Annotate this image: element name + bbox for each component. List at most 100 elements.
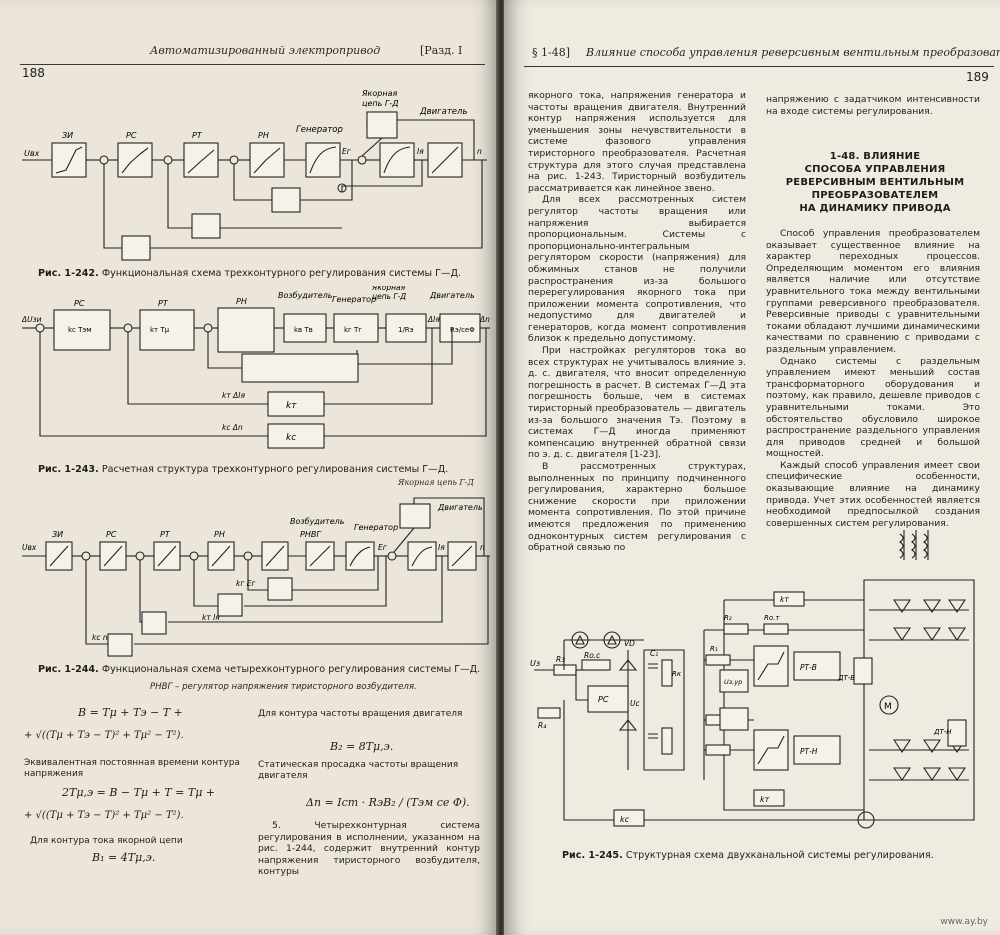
- svg-text:Двигатель: Двигатель: [437, 503, 483, 512]
- fig244-caption-text: Функциональная схема четырехконтурного р…: [101, 664, 481, 675]
- fig242-block-generator: [305, 142, 341, 178]
- eq-b-line1: B = Tμ + Tэ − T +: [78, 706, 183, 719]
- svg-text:kс n: kс n: [92, 633, 108, 642]
- svg-text:Возбудитель: Возбудитель: [278, 291, 333, 300]
- svg-text:ЗИ: ЗИ: [52, 530, 63, 539]
- svg-text:n: n: [480, 543, 485, 552]
- fig242-diagram: [22, 111, 487, 261]
- fig242-block-armature: [379, 142, 415, 178]
- fig243-caption-text: Расчетная структура трехконтурного регул…: [101, 464, 449, 475]
- svg-text:РС: РС: [598, 695, 609, 704]
- fig244-subcaption: РНВГ – регулятор напряжения тиристорного…: [150, 682, 417, 692]
- svg-text:Rк: Rк: [672, 670, 682, 678]
- left-running-head: Автоматизированный электропривод: [150, 44, 381, 57]
- right-page: § 1-48] Влияние способа управления ревер…: [504, 0, 1000, 935]
- svg-text:Генератор: Генератор: [354, 523, 398, 532]
- svg-text:kт Iя: kт Iя: [202, 613, 220, 622]
- text-speed-loop: Для контура частоты вращения двигателя: [258, 709, 463, 719]
- svg-text:kс Tэм: kс Tэм: [68, 326, 92, 334]
- svg-text:kс: kс: [620, 815, 630, 824]
- book-gutter: [496, 0, 506, 935]
- fig242-sum3: [229, 155, 239, 165]
- eq-b1: B₁ = 4Tμ,э.: [92, 851, 156, 864]
- svg-text:Uз,ур: Uз,ур: [724, 678, 742, 686]
- svg-text:C₁: C₁: [650, 649, 658, 658]
- fig242-sum1: [99, 155, 109, 165]
- svg-text:РНВГ: РНВГ: [300, 530, 321, 539]
- text-static-drop: Статическая просадка частоты вращения дв…: [258, 760, 459, 781]
- svg-text:Uз: Uз: [530, 659, 540, 668]
- right-text-column-left: якорного тока, напряжения генератора и ч…: [528, 90, 746, 554]
- fig245-circuit: M kт: [534, 530, 975, 829]
- svg-text:Δn: Δn: [479, 315, 490, 324]
- text-equivalent-time: Эквивалентная постоянная времени контура…: [24, 758, 240, 779]
- svg-text:1/Rэ: 1/Rэ: [398, 326, 414, 334]
- svg-text:kг Eг: kг Eг: [236, 579, 255, 588]
- svg-text:kв Tв: kв Tв: [294, 326, 313, 334]
- text-four-loop: 5. Четырехконтурная система регулировани…: [258, 820, 480, 878]
- figure-1-244: Uвх ЗИ РС РТ РН РНВГ Возбудитель Генерат…: [22, 497, 490, 657]
- para-right-5: Способ управления преобразователем оказы…: [766, 228, 980, 355]
- fig245-caption: Рис. 1-245. Структурная схема двухканаль…: [562, 850, 934, 861]
- text-current-loop: Для контура тока якорной цепи: [30, 836, 183, 846]
- fig243-block-rn: [217, 307, 275, 353]
- svg-text:ЗИ: ЗИ: [62, 131, 73, 140]
- para-four-loop: 5. Четырехконтурная система регулировани…: [258, 820, 480, 878]
- right-section-ref: § 1-48]: [532, 46, 571, 59]
- watermark: www.ay.by: [940, 917, 988, 927]
- right-text-top: напряжению с задатчиком интенсивности на…: [766, 94, 980, 117]
- svg-text:РС: РС: [126, 131, 137, 140]
- svg-text:R₁: R₁: [710, 645, 718, 653]
- svg-text:Rз: Rз: [556, 655, 565, 664]
- svg-text:Якорная: Якорная: [361, 89, 397, 98]
- svg-text:Двигатель: Двигатель: [419, 107, 467, 117]
- svg-text:kт Tμ: kт Tμ: [150, 326, 170, 334]
- fig242-caption-text: Функциональная схема трехконтурного регу…: [101, 268, 462, 279]
- svg-text:Генератор: Генератор: [296, 125, 343, 135]
- fig244-caption-number: Рис. 1-244.: [38, 664, 99, 675]
- figure-1-243: ΔUзи РС РТ РН Возбудитель Генератор Якор…: [22, 286, 490, 449]
- svg-text:Двигатель: Двигатель: [429, 291, 475, 300]
- fig242-label-uvh: Uвх: [24, 149, 40, 158]
- svg-text:РТ: РТ: [158, 299, 169, 308]
- svg-text:n: n: [477, 147, 482, 156]
- svg-text:РС: РС: [106, 530, 117, 539]
- para-right-3: При настройках регуляторов тока во всех …: [528, 345, 746, 461]
- svg-text:Якорная: Якорная: [371, 286, 406, 292]
- para-right-2: Для всех рассмотренных систем регулятор …: [528, 194, 746, 345]
- fig243-caption: Рис. 1-243. Расчетная структура трехконт…: [38, 464, 448, 475]
- svg-text:Rо.т: Rо.т: [764, 614, 780, 622]
- heading-line-2: СПОСОБА УПРАВЛЕНИЯ: [804, 164, 946, 175]
- heading-line-3: РЕВЕРСИВНЫМ ВЕНТИЛЬНЫМ: [785, 177, 965, 188]
- fig242-caption-number: Рис. 1-242.: [38, 268, 99, 279]
- right-text-column-right: Способ управления преобразователем оказы…: [766, 228, 980, 529]
- fig244-caption: Рис. 1-244. Функциональная схема четырех…: [38, 664, 480, 675]
- eq-b2: B₂ = 8Tμ,э.: [330, 740, 394, 753]
- para-right-6: Однако системы с раздельным управлением …: [766, 355, 980, 460]
- fig242-sum4: [357, 155, 367, 165]
- svg-text:kт: kт: [760, 795, 770, 804]
- fig244-diagram: [22, 497, 490, 657]
- svg-text:Возбудитель: Возбудитель: [290, 517, 345, 526]
- svg-text:R₄: R₄: [538, 721, 546, 730]
- left-page-number: 188: [22, 66, 45, 80]
- eq-b-line2: + √((Tμ + Tэ − T)² + Tμ² − T²).: [24, 730, 184, 741]
- svg-text:ΔUзи: ΔUзи: [22, 315, 42, 324]
- heading-line-5: НА ДИНАМИКУ ПРИВОДА: [799, 203, 951, 214]
- right-page-number: 189: [966, 70, 989, 84]
- svg-text:РН: РН: [214, 530, 225, 539]
- svg-text:Rэ/cеΦ: Rэ/cеΦ: [450, 326, 475, 334]
- svg-text:РН: РН: [236, 297, 247, 306]
- fig245-caption-number: Рис. 1-245.: [562, 850, 623, 861]
- fig243-block-kt: [267, 391, 325, 417]
- svg-text:РН: РН: [258, 131, 269, 140]
- svg-text:РТ: РТ: [160, 530, 171, 539]
- eq-tmu-line2: + √((Tμ + Tэ − T)² + Tμ² − T²).: [24, 810, 184, 821]
- svg-text:РТ-Н: РТ-Н: [800, 747, 818, 756]
- fig243-block-exciter: [283, 313, 327, 343]
- figure-1-245: M kт: [530, 530, 975, 829]
- fig243-block-rs: [53, 309, 111, 351]
- right-running-head: Влияние способа управления реверсивным в…: [586, 46, 1000, 59]
- svg-text:цепь Г-Д: цепь Г-Д: [362, 99, 398, 108]
